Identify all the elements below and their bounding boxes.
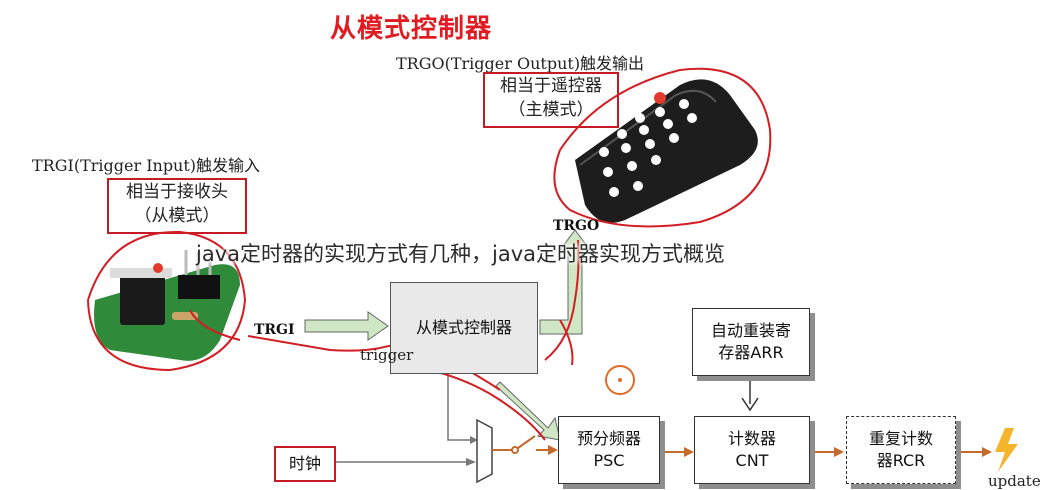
cnt-label-line-2: CNT xyxy=(735,451,769,470)
clock-block: 时钟 xyxy=(274,446,336,482)
arr-label-line-1: 自动重装寄 xyxy=(710,321,791,340)
psc-block: 预分频器 PSC xyxy=(558,416,660,484)
rcr-label-line-2: 器RCR xyxy=(876,451,926,470)
cnt-block: 计数器 CNT xyxy=(694,416,810,484)
cnt-label-line-1: 计数器 xyxy=(727,429,776,448)
slave-mode-controller-block: 从模式控制器 xyxy=(390,282,538,374)
trgi-annotation-box: 相当于接收头 （从模式） xyxy=(107,178,247,234)
trgo-box-line-2: （主模式） xyxy=(508,100,594,120)
rcr-label-line-1: 重复计数 xyxy=(868,429,933,448)
trgi-label: TRGI xyxy=(254,322,295,338)
overlay-caption: java定时器的实现方式有几种，java定时器实现方式概览 xyxy=(196,242,725,266)
update-label: update xyxy=(988,472,1041,490)
trgo-annotation-box: 相当于遥控器 （主模式） xyxy=(483,72,619,128)
trgi-box-line-2: （从模式） xyxy=(134,206,220,226)
diagram-title: 从模式控制器 xyxy=(330,14,493,44)
trgo-box-line-1: 相当于遥控器 xyxy=(500,76,602,96)
rcr-block: 重复计数 器RCR xyxy=(846,416,956,484)
slave-controller-label: 从模式控制器 xyxy=(415,318,512,337)
trigger-label: trigger xyxy=(360,346,414,364)
trgi-caption: TRGI(Trigger Input)触发输入 xyxy=(32,156,261,175)
remote-control-icon xyxy=(575,79,758,223)
arr-label-line-2: 存器ARR xyxy=(718,343,784,362)
trgo-label: TRGO xyxy=(553,218,600,234)
trgo-caption: TRGO(Trigger Output)触发输出 xyxy=(396,54,645,73)
trgi-box-line-1: 相当于接收头 xyxy=(126,182,228,202)
arr-block: 自动重装寄 存器ARR xyxy=(692,308,810,376)
clock-label: 时钟 xyxy=(288,454,321,473)
psc-label-line-2: PSC xyxy=(593,451,625,470)
psc-label-line-1: 预分频器 xyxy=(576,429,641,448)
ir-receiver-icon xyxy=(94,250,240,361)
